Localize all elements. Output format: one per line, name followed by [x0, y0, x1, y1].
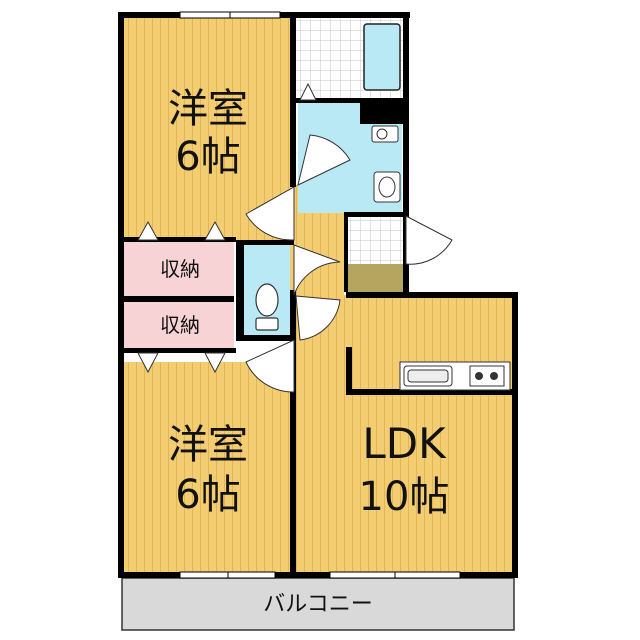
western-room-top-name: 洋室 [168, 86, 248, 132]
washroom-toilet [371, 125, 399, 143]
western-room-top-size: 6帖 [175, 134, 240, 180]
western-room-bottom-size: 6帖 [175, 472, 240, 518]
balcony-floor [121, 577, 515, 631]
western-room-top-floor [122, 15, 294, 240]
ldk-name: LDK [362, 419, 447, 468]
closet-top-label: 収納 [160, 257, 200, 281]
entrance-floor [346, 264, 404, 295]
door-swings [245, 134, 453, 393]
windows [179, 11, 461, 579]
entrance-tile-floor [346, 216, 404, 264]
closet-bottom-label: 収納 [160, 313, 200, 337]
wash-basin [373, 171, 401, 203]
bathtub [363, 23, 401, 91]
toilet-fixture [255, 283, 279, 331]
balcony-label: バルコニー [263, 592, 373, 617]
western-room-bottom-name: 洋室 [168, 422, 248, 468]
ldk-size: 10帖 [359, 474, 450, 520]
western-room-bottom-floor [122, 362, 294, 575]
kitchen-counter [399, 361, 511, 391]
closet-top-floor [124, 240, 234, 296]
closet-door-marks [137, 82, 317, 374]
ldk-floor [294, 295, 514, 575]
closet-bottom-floor [124, 302, 234, 350]
